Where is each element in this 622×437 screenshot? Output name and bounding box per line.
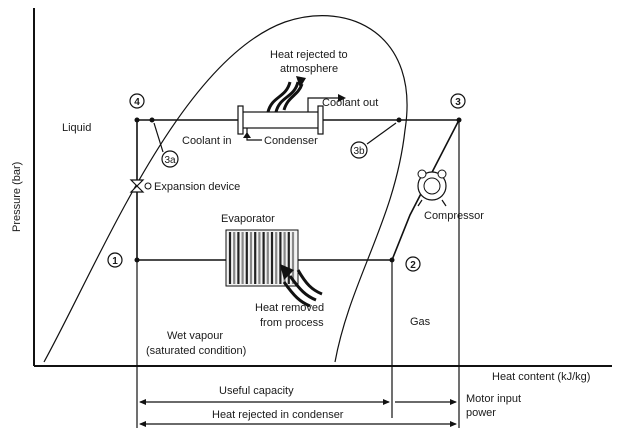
point-3a-leader (153, 122, 164, 153)
heat-removed-arrow-icon (280, 264, 323, 308)
expansion-device-label: Expansion device (154, 181, 240, 193)
useful-capacity-arrow-left (139, 399, 146, 405)
point-4-circle (129, 93, 145, 109)
state-point-marker (396, 117, 402, 123)
point-4-label: 4 (134, 97, 140, 108)
useful-capacity-label: Useful capacity (219, 385, 294, 397)
condenser-label: Condenser (264, 135, 318, 147)
evaporator-housing (225, 229, 299, 287)
heat-rejected-label-2: atmosphere (280, 63, 338, 75)
evaporator-label: Evaporator (221, 213, 275, 225)
coolant-in-label: Coolant in (182, 135, 232, 147)
point-3a-circle (161, 150, 179, 168)
motor-input-arrow-right (450, 399, 457, 405)
point-3-circle (450, 93, 466, 109)
condenser (237, 105, 324, 135)
heat-rejected-arrow-icon (266, 76, 306, 113)
heat-rejected-label: Heat rejected to (270, 49, 348, 61)
point-3-label: 3 (455, 97, 461, 108)
evaporator (225, 229, 299, 287)
expansion-valve-icon (129, 179, 152, 193)
point-3b-label: 3b (353, 146, 365, 157)
point-2-label: 2 (410, 260, 416, 271)
motor-input-label-2: power (466, 407, 496, 419)
heat-removed-label: Heat removed (255, 302, 324, 314)
point-1-circle (107, 252, 123, 268)
condenser-body (241, 111, 321, 129)
condenser-left-flange (237, 105, 244, 135)
point-3b-circle (350, 141, 368, 159)
liquid-region-label: Liquid (62, 122, 91, 134)
wet-vapour-label: Wet vapour (167, 330, 223, 342)
compression-line (391, 119, 460, 261)
point-3a-label: 3a (164, 155, 176, 166)
point-2-circle (405, 256, 421, 272)
state-point-marker (149, 117, 155, 123)
coolant-out-arrow (338, 94, 346, 102)
wet-vapour-condition-label: (saturated condition) (146, 345, 246, 357)
x-axis-label: Heat content (kJ/kg) (492, 371, 590, 383)
point-1-label: 1 (112, 256, 118, 267)
heat-rejected-condenser-label: Heat rejected in condenser (212, 409, 344, 421)
gas-region-label: Gas (410, 316, 431, 328)
motor-input-label: Motor input (466, 393, 521, 405)
compressor-label: Compressor (424, 210, 484, 222)
coolant-in-arrow (243, 132, 251, 138)
condenser-right-flange (317, 105, 324, 135)
heat-rejected-condenser-arrow-right (450, 421, 457, 427)
compressor-icon (417, 169, 447, 207)
saturation-dome (43, 15, 408, 363)
coolant-out-label: Coolant out (322, 97, 378, 109)
state-point-marker (134, 257, 140, 263)
useful-capacity-arrow-right (383, 399, 390, 405)
heat-removed-label-2: from process (260, 317, 324, 329)
coolant-in-pipe (246, 128, 262, 141)
heat-rejected-condenser-arrow-left (139, 421, 146, 427)
state-point-marker (389, 257, 395, 263)
state-point-marker (456, 117, 462, 123)
point-3b-leader (366, 122, 397, 145)
y-axis-label: Pressure (bar) (11, 162, 23, 232)
state-point-marker (134, 117, 140, 123)
coolant-out-pipe (307, 97, 340, 112)
